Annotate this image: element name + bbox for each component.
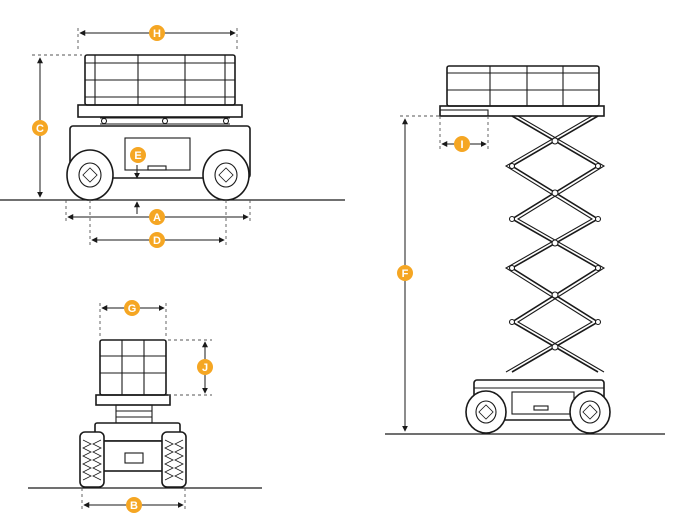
front-view [28, 303, 262, 510]
label-D: D [153, 235, 161, 247]
badge-I: I [454, 136, 470, 152]
platform-guardrail-side [77, 54, 243, 118]
label-H: H [153, 28, 161, 40]
wheel-front-side [202, 149, 250, 201]
badge-E: E [130, 147, 146, 163]
badge-J: J [197, 359, 213, 375]
platform-guardrail-front [95, 339, 171, 406]
wheel-rear-raised [465, 390, 507, 434]
wheel-rear-side [66, 149, 114, 201]
side-view-raised [385, 65, 665, 435]
badge-B: B [126, 497, 142, 513]
label-C: C [36, 123, 44, 135]
label-G: G [128, 303, 137, 315]
wheel-front-raised [569, 390, 611, 434]
scissor-stack-folded-front [115, 404, 153, 424]
badge-F: F [397, 265, 413, 281]
wheel-left-front [79, 431, 105, 488]
badge-H-circle [149, 25, 165, 41]
scissor-stack-folded-side [100, 117, 230, 125]
badge-A: A [149, 209, 165, 225]
label-A: A [153, 212, 161, 224]
label-B: B [130, 500, 138, 512]
wheel-right-front [161, 431, 187, 488]
scissor-arms-extended [504, 115, 606, 373]
label-J: J [202, 362, 208, 374]
label-F: F [402, 268, 409, 280]
badge-G: G [124, 300, 140, 316]
badge-H: H [149, 25, 165, 41]
label-E: E [134, 150, 141, 162]
badge-C: C [32, 120, 48, 136]
badge-D: D [149, 232, 165, 248]
side-view-stowed [0, 28, 345, 245]
label-I: I [460, 139, 463, 151]
platform-guardrail-raised [439, 65, 605, 117]
